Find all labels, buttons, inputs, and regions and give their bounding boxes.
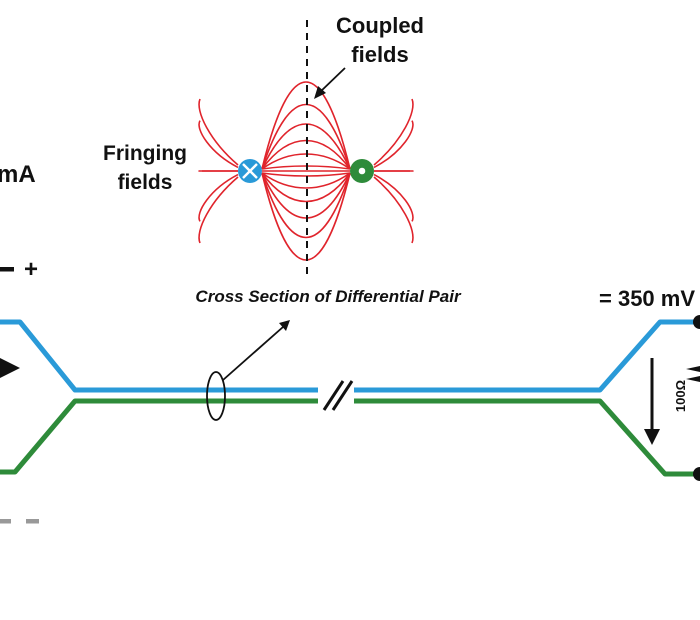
field-line [261, 172, 351, 239]
right-top-terminal [693, 315, 700, 329]
plus-sign: + [24, 256, 38, 283]
fringing-line [373, 120, 414, 169]
fringing-line [373, 173, 414, 222]
current-label: mA [0, 161, 36, 188]
positive-trace [0, 319, 700, 393]
fringing-line [198, 176, 239, 244]
right-bottom-terminal [693, 467, 700, 481]
fringing-line [373, 176, 414, 244]
cross-section-arrow [222, 320, 290, 381]
fringing-label-line2: fields [118, 171, 173, 194]
fringing-line [198, 120, 239, 169]
fringing-label-line1: Fringing [103, 142, 187, 165]
left-arrow-head [0, 358, 20, 378]
current-direction-arrow [644, 358, 660, 445]
left-plus-signs: + [0, 256, 38, 283]
coupled-label-line1: Coupled [336, 13, 424, 38]
voltage-label: = 350 mV [599, 286, 695, 311]
left-conductor [238, 159, 262, 183]
coupled-label-line2: fields [351, 42, 408, 67]
right-conductor [350, 159, 374, 183]
cross-section-caption: Cross Section of Differential Pair [195, 287, 462, 306]
field-line [261, 172, 351, 203]
field-line [261, 172, 351, 189]
resistor-zigzag [686, 366, 700, 382]
fringing-line [198, 173, 239, 222]
field-lines [198, 81, 414, 261]
field-line [261, 172, 351, 177]
field-line [261, 81, 351, 170]
line-break-icon [318, 380, 354, 411]
left-minus-signs [0, 519, 39, 524]
fringing-line [373, 98, 414, 166]
cable-ellipse [206, 371, 226, 421]
fringing-line [198, 98, 239, 166]
negative-trace [0, 398, 700, 477]
coupled-arrow [314, 67, 346, 99]
resistor-label: 100Ω [673, 380, 688, 412]
